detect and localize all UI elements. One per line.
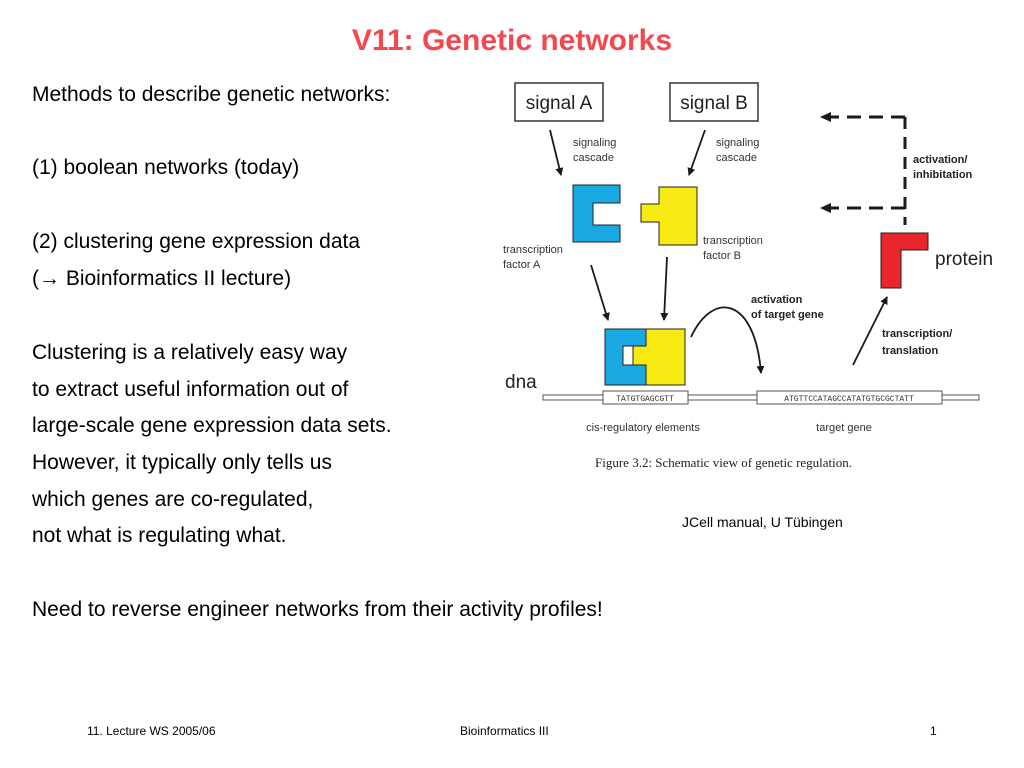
signal-a-box [514, 82, 604, 122]
transcription-factor-a-shape [572, 184, 621, 243]
tf-b-label-2: factor B [703, 250, 741, 262]
text-line-bioinformatics-ii: (→ Bioinformatics II lecture) [32, 267, 292, 290]
signaling-cascade-b-label-1: signaling [716, 137, 759, 149]
cis-regulatory-label: cis-regulatory elements [586, 422, 700, 434]
figure-caption: Figure 3.2: Schematic view of genetic re… [595, 455, 852, 470]
transcription-translation-label-2: translation [882, 345, 939, 357]
arrow-signal-b-to-tf-b [687, 129, 706, 176]
cis-regulatory-box [602, 390, 689, 405]
arrow-signal-a-to-tf-a [549, 129, 564, 176]
dna-label: dna [505, 372, 537, 393]
transcription-factor-b-shape [640, 186, 698, 246]
target-gene-label: target gene [816, 422, 872, 434]
cis-regulatory-sequence: TATGTGAGCGTT [616, 395, 674, 404]
signaling-cascade-b-label-2: cascade [716, 152, 757, 164]
text-line-co-regulated: which genes are co-regulated, [32, 488, 314, 511]
text-line-not-what: not what is regulating what. [32, 524, 287, 547]
arrow-activation-target [690, 306, 765, 374]
activation-inhibitation-label-2: inhibitation [913, 169, 973, 181]
signaling-cascade-a-label-2: cascade [573, 152, 614, 164]
tf-a-label-1: transcription [503, 244, 563, 256]
text-line-boolean: (1) boolean networks (today) [32, 156, 300, 179]
signal-b-box [669, 82, 759, 122]
text-line-large-scale: large-scale gene expression data sets. [32, 414, 392, 437]
target-gene-box [756, 390, 943, 405]
text-line-methods: Methods to describe genetic networks: [32, 83, 391, 106]
signal-a-label: signal A [526, 93, 593, 114]
signal-b-label: signal B [680, 93, 748, 114]
target-gene-sequence: ATGTTCCATAGCCATATGTGCGCTATT [784, 395, 914, 404]
text-line-clustering-easy: Clustering is a relatively easy way [32, 341, 348, 364]
arrow-tf-b-to-complex [660, 256, 669, 321]
figure-credit: JCell manual, U Tübingen [682, 514, 843, 530]
text-line-however: However, it typically only tells us [32, 451, 332, 474]
footer-lecture: 11. Lecture WS 2005/06 [87, 724, 216, 738]
transcription-translation-label-1: transcription/ [882, 328, 952, 340]
signaling-cascade-a-label-1: signaling [573, 137, 616, 149]
slide-title: V11: Genetic networks [351, 24, 673, 57]
protein-label: protein [935, 249, 993, 270]
tf-b-label-1: transcription [703, 235, 763, 247]
bound-complex-yellow [632, 328, 686, 386]
footer-course: Bioinformatics III [460, 724, 549, 738]
activation-inhibitation-label-1: activation/ [913, 154, 967, 166]
tf-a-label-2: factor A [503, 259, 541, 271]
text-line-clustering: (2) clustering gene expression data [32, 230, 361, 253]
protein-shape [880, 232, 929, 289]
arrow-transcription-translation [852, 296, 888, 366]
text-line-reverse-engineer: Need to reverse engineer networks from t… [32, 598, 603, 621]
footer-page-number: 1 [930, 724, 937, 738]
activation-target-label-1: activation [751, 294, 803, 306]
text-line-extract: to extract useful information out of [32, 378, 349, 401]
activation-target-label-2: of target gene [751, 309, 824, 321]
genetic-regulation-figure: signal A signal B signaling cascade sign… [503, 82, 993, 470]
arrow-tf-a-to-complex [590, 264, 610, 321]
